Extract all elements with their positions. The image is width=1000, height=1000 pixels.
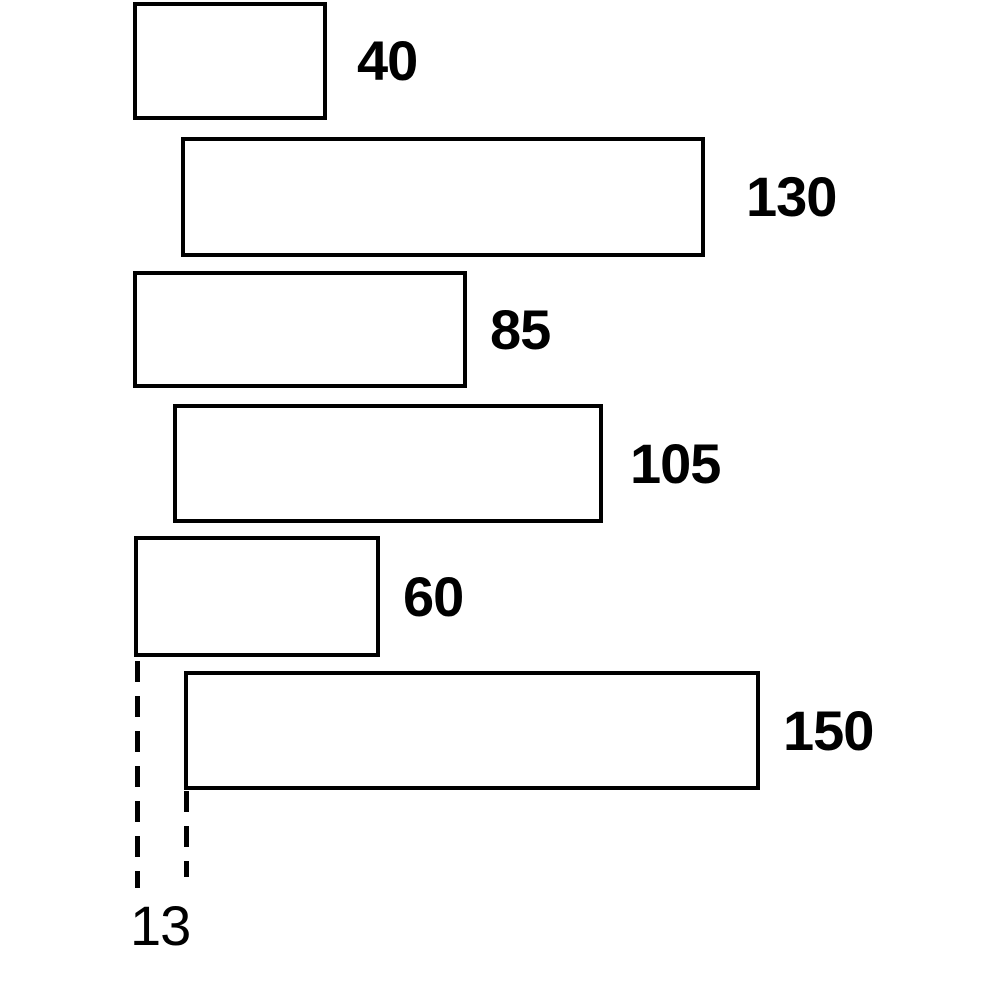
bar-value-label: 105	[630, 431, 721, 495]
dashed-guideline	[135, 661, 140, 888]
bar-value-label: 85	[490, 297, 551, 361]
offset-label: 13	[130, 894, 191, 957]
bar-value-label: 150	[783, 698, 874, 762]
bar-150	[184, 671, 760, 790]
bar-85	[133, 271, 467, 388]
bar-value-label: 40	[357, 29, 418, 92]
dashed-guideline	[184, 791, 189, 877]
bar-105	[173, 404, 603, 523]
bar-40	[133, 2, 327, 120]
bar-130	[181, 137, 705, 257]
bar-60	[134, 536, 380, 657]
bar-value-label: 130	[746, 165, 837, 228]
bar-value-label: 60	[403, 564, 464, 628]
